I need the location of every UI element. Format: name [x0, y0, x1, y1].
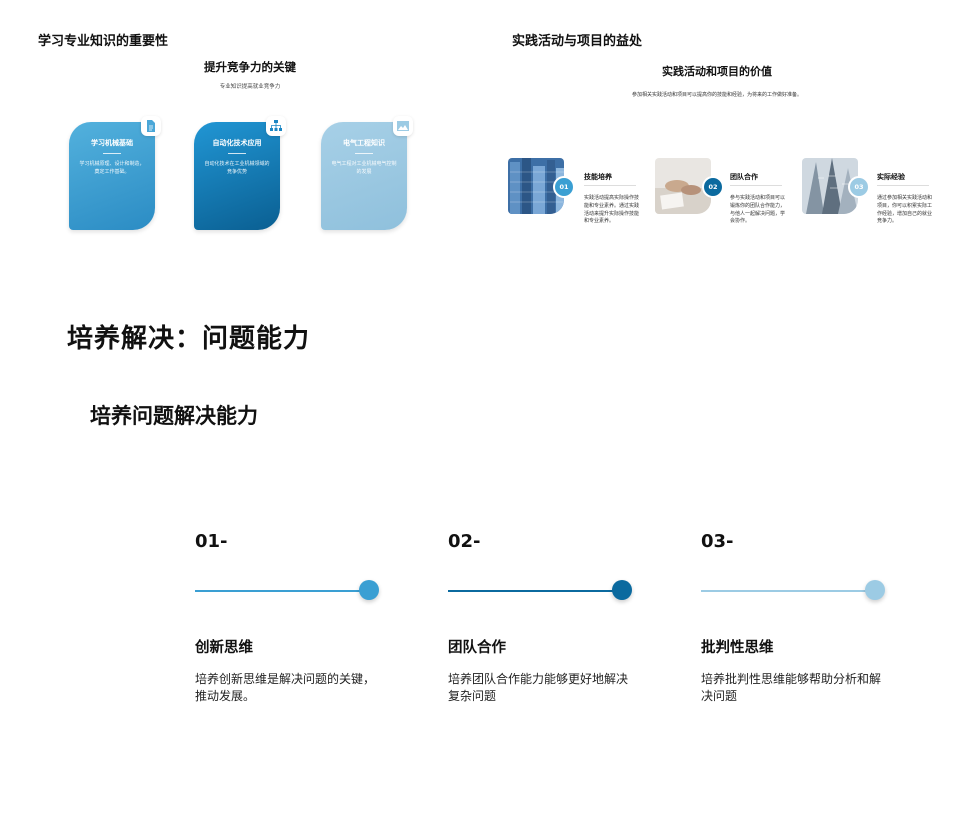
step-dot [865, 580, 885, 600]
item-divider [877, 185, 929, 186]
item-text: 通过参加相关实践活动和项目，你可以积累实际工作经验，增加自己的就业竞争力。 [877, 195, 933, 225]
card-title: 自动化技术应用 [212, 139, 262, 147]
card-title: 电气工程知识 [343, 139, 385, 147]
step-number: 01- [195, 531, 228, 552]
step-number: 02- [448, 531, 481, 552]
image-icon [393, 116, 413, 136]
card-divider [103, 153, 121, 154]
step-line [448, 590, 624, 592]
slide2-description: 参加相关实践活动和项目可以提高你的技能和经验，为将来的工作做好准备。 [631, 92, 802, 98]
step-title: 创新思维 [195, 640, 253, 656]
step-text: 培养团队合作能力能够更好地解决复杂问题 [448, 672, 629, 703]
step-title: 批判性思维 [701, 640, 774, 656]
knowledge-card-electrical: 电气工程知识 电气工程对工业机械电气控制的发展 [321, 116, 413, 230]
step-dot [359, 580, 379, 600]
slide1-title: 学习专业知识的重要性 [38, 34, 169, 49]
slide1-caption: 专业知识提高就业竞争力 [219, 84, 281, 90]
knowledge-card-automation: 自动化技术应用 自动化技术在工业机械领域的竞争优势 [194, 116, 286, 230]
card-divider [228, 153, 246, 154]
item-divider [730, 185, 782, 186]
card-text: 学习机械原理、设计和制造，奠定工作基础。 [79, 161, 145, 175]
step-text: 培养批判性思维能够帮助分析和解决问题 [701, 672, 882, 703]
step-number: 03- [701, 531, 734, 552]
item-text: 实践活动提高实际操作技能和专业素养。通过实践活动来提升实际操作技能和专业素养。 [584, 195, 640, 225]
item-divider [584, 185, 636, 186]
item-title: 团队合作 [730, 173, 758, 181]
slide3-title: 培养解决：问题能力 [67, 324, 311, 354]
item-text: 参与实践活动和项目可以锻炼你的团队合作能力，与他人一起解决问题，学会协作。 [730, 195, 786, 225]
step-dot [612, 580, 632, 600]
sitemap-icon [266, 116, 286, 136]
card-divider [355, 153, 373, 154]
document-icon [141, 116, 161, 136]
slide3-subtitle: 培养问题解决能力 [90, 404, 258, 428]
step-title: 团队合作 [448, 640, 506, 656]
item-number-badge: 03 [848, 176, 870, 198]
slide2-subtitle: 实践活动和项目的价值 [662, 65, 772, 78]
card-title: 学习机械基础 [91, 139, 133, 147]
step-line [195, 590, 371, 592]
photo-teamwork [655, 158, 711, 214]
slide1-subtitle: 提升竞争力的关键 [204, 60, 296, 74]
item-title: 技能培养 [584, 173, 612, 181]
step-line [701, 590, 877, 592]
knowledge-card-mechanical: 学习机械基础 学习机械原理、设计和制造，奠定工作基础。 [69, 116, 161, 230]
card-text: 电气工程对工业机械电气控制的发展 [331, 161, 397, 175]
card-text: 自动化技术在工业机械领域的竞争优势 [204, 161, 270, 175]
item-number-badge: 01 [553, 176, 575, 198]
item-number-badge: 02 [702, 176, 724, 198]
item-title: 实际经验 [877, 173, 905, 181]
slide2-title: 实践活动与项目的益处 [512, 34, 643, 49]
step-text: 培养创新思维是解决问题的关键，推动发展。 [195, 672, 376, 703]
